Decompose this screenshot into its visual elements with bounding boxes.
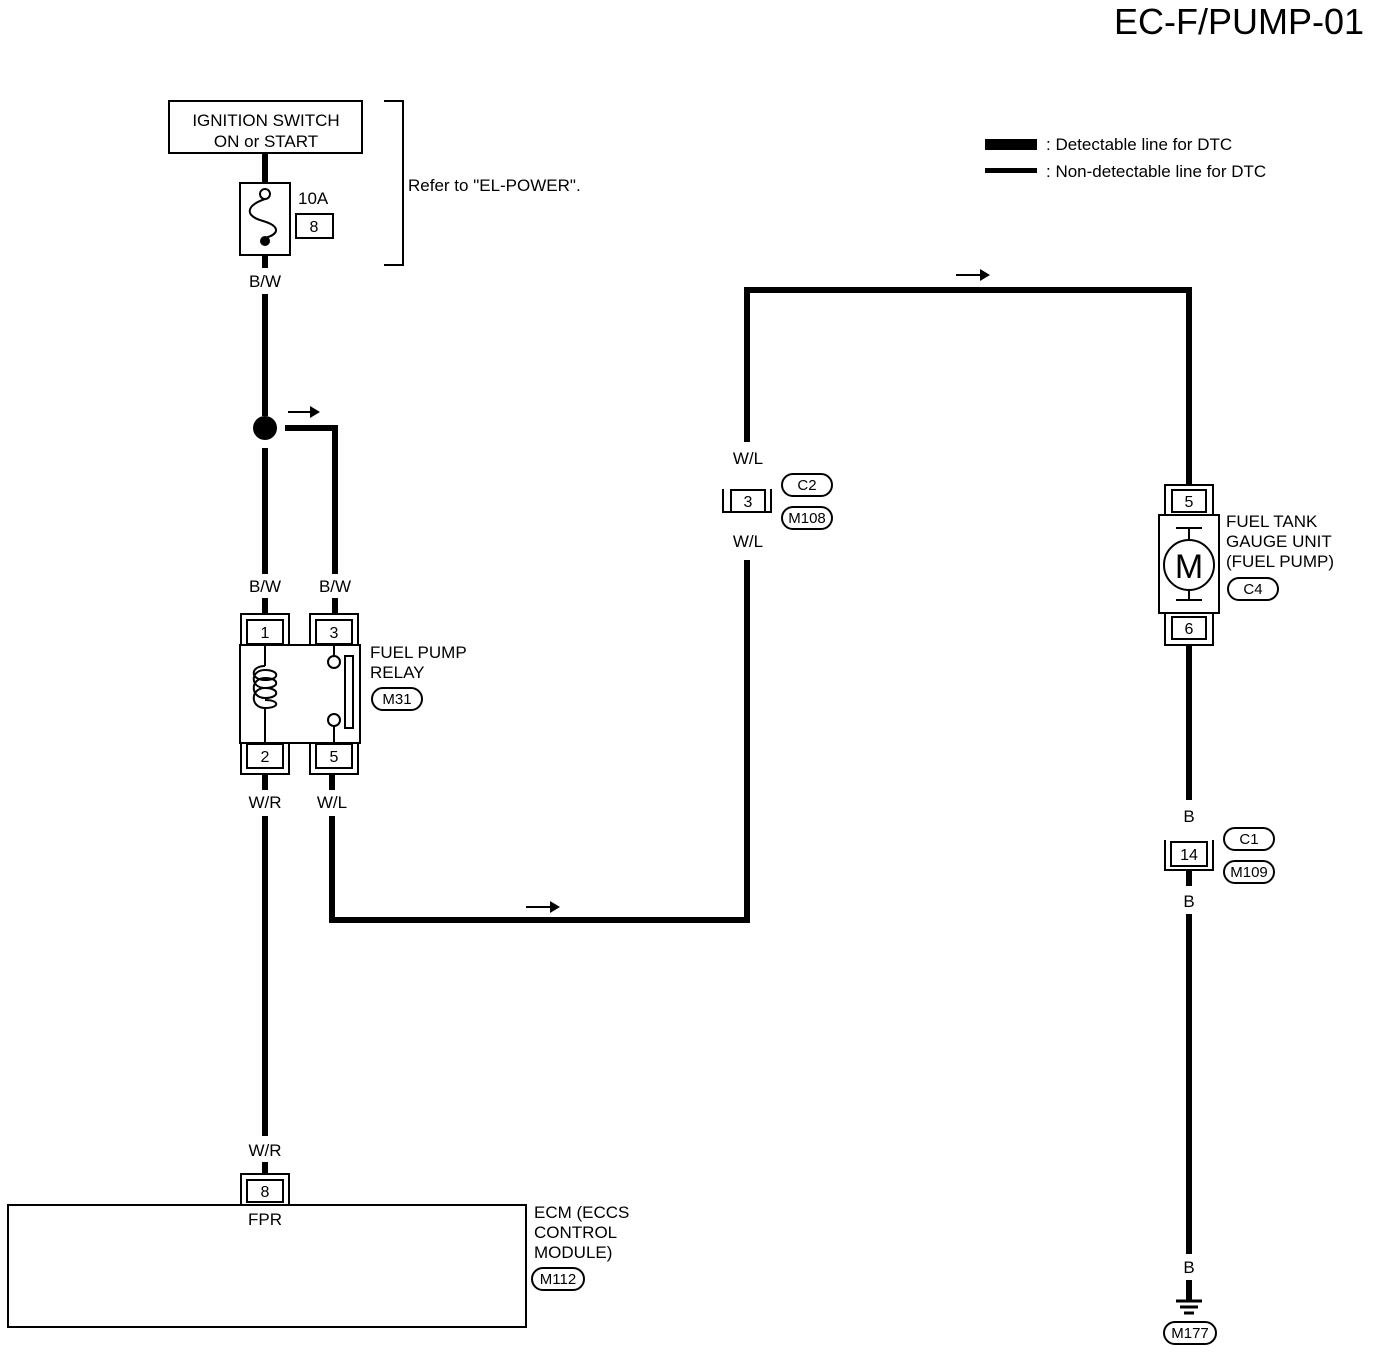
relay-label-line2: RELAY	[370, 663, 425, 682]
wire-color-b-upper: B	[1183, 807, 1194, 826]
refer-note: Refer to "EL-POWER".	[408, 176, 581, 195]
wire-color-bw-top: B/W	[249, 272, 281, 291]
ecm: 8 FPR ECM (ECCS CONTROL MODULE) M112	[7, 1173, 629, 1328]
wire-color-wl-upper: W/L	[733, 449, 763, 468]
ecm-label-line1: ECM (ECCS	[534, 1203, 629, 1222]
bw-wire-to-relay-pin3	[285, 425, 338, 574]
splice-point	[253, 416, 277, 440]
wire-color-b-lower: B	[1183, 892, 1194, 911]
fuel-pump-relay: 1 3 2 5 FUEL PUMP RELAY M31	[239, 613, 467, 775]
ecm-connector-id: M112	[540, 1271, 576, 1288]
ground-icon	[1176, 1280, 1202, 1315]
legend-non-detectable-label: : Non-detectable line for DTC	[1046, 162, 1266, 181]
wl-wire-relay-to-c2	[329, 560, 750, 923]
c1-connector-id: C1	[1239, 831, 1258, 848]
relay-pin-3: 3	[330, 625, 339, 642]
connector-c2: W/L 3 C2 M108 W/L	[722, 449, 833, 551]
ecm-label-line2: CONTROL	[534, 1223, 617, 1242]
fuel-pump-pin-6: 6	[1185, 621, 1194, 638]
page-code: EC-F/PUMP-01	[1114, 1, 1364, 42]
c2-pin: 3	[744, 494, 753, 511]
relay-pin-5: 5	[330, 749, 339, 766]
fuel-pump-label-line1: FUEL TANK	[1226, 512, 1318, 531]
wire-color-wl-relay: W/L	[317, 793, 347, 812]
legend: : Detectable line for DTC : Non-detectab…	[985, 135, 1266, 181]
ecm-terminal-label: FPR	[248, 1210, 282, 1229]
non-detectable-line-swatch	[985, 168, 1037, 173]
wire-color-wl-lower: W/L	[733, 532, 763, 551]
motor-icon	[1163, 539, 1215, 591]
fuel-pump-label-line3: (FUEL PUMP)	[1226, 552, 1334, 571]
wire-color-wr-top: W/R	[248, 793, 281, 812]
relay-pin-1: 1	[261, 625, 270, 642]
fuse-rating: 10A	[298, 189, 329, 208]
ignition-switch-label-line2: ON or START	[214, 132, 318, 151]
ignition-switch-label-line1: IGNITION SWITCH	[192, 111, 339, 130]
wire-color-bw-right: B/W	[319, 577, 351, 596]
detectable-line-swatch	[985, 139, 1037, 150]
c2-connector-id: C2	[797, 477, 816, 494]
wire-color-wr-ecm: W/R	[248, 1141, 281, 1160]
m108-connector-id: M108	[788, 510, 826, 527]
wire-color-bw-left: B/W	[249, 577, 281, 596]
ground-connector-id: M177	[1171, 1325, 1209, 1342]
fuse-number: 8	[310, 219, 319, 236]
wl-wire-c2-to-fuel-pump	[744, 287, 1192, 485]
legend-detectable-label: : Detectable line for DTC	[1046, 135, 1232, 154]
motor-symbol: M	[1175, 548, 1203, 586]
ignition-switch: IGNITION SWITCH ON or START	[168, 100, 363, 154]
fuel-pump: 5 M 6 FUEL TANK GAUGE UNIT (FUEL PUMP) C…	[1158, 484, 1334, 646]
power-bracket	[384, 100, 404, 266]
connector-c1: 14 C1 M109	[1164, 827, 1275, 884]
ecm-label-line3: MODULE)	[534, 1243, 612, 1262]
relay-label-line1: FUEL PUMP	[370, 643, 467, 662]
wire-color-b-ground: B	[1183, 1258, 1194, 1277]
c1-pin: 14	[1180, 847, 1198, 864]
fuel-pump-pin-5: 5	[1185, 494, 1194, 511]
relay-pin-2: 2	[261, 749, 270, 766]
fuse: 10A 8	[239, 153, 334, 256]
fuel-pump-label-line2: GAUGE UNIT	[1226, 532, 1332, 551]
ecm-pin: 8	[261, 1184, 270, 1201]
fuel-pump-connector-id: C4	[1243, 581, 1262, 598]
m109-connector-id: M109	[1230, 864, 1268, 881]
relay-connector-id: M31	[382, 691, 411, 708]
